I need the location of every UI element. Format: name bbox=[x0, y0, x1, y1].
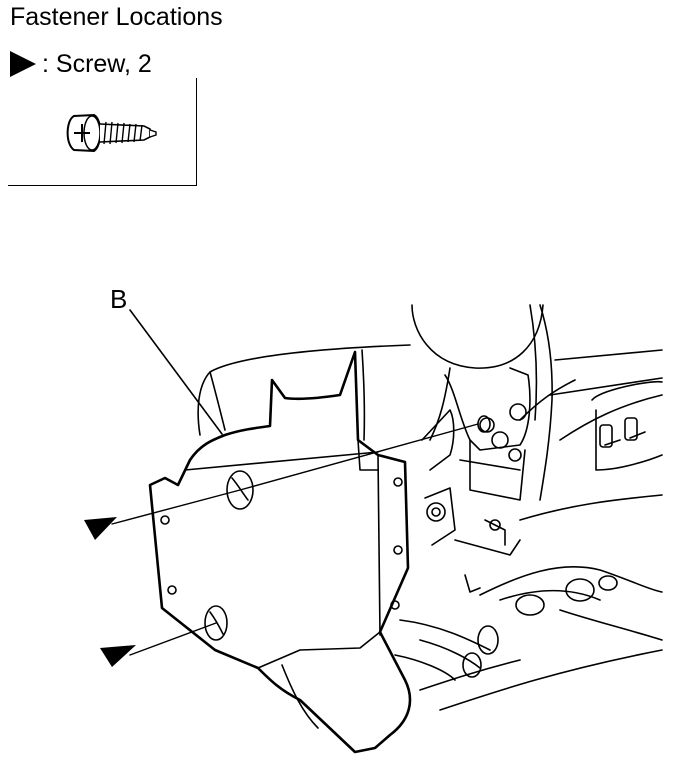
lower-linkage bbox=[394, 566, 663, 711]
screw-pointer-upper-icon bbox=[84, 517, 117, 540]
legend-label: : Screw, 2 bbox=[42, 49, 152, 78]
screw-leader-upper bbox=[111, 423, 479, 525]
legend-box bbox=[8, 78, 197, 186]
screw-pointer-icon bbox=[10, 51, 36, 77]
callout-leader-b bbox=[129, 309, 223, 435]
screw-leader-lower bbox=[129, 622, 217, 656]
air-vent bbox=[591, 380, 663, 471]
screw-hole-lower bbox=[204, 605, 228, 641]
cover-panel-details bbox=[160, 349, 403, 729]
legend-row: : Screw, 2 bbox=[8, 48, 152, 80]
dashboard-outline bbox=[197, 344, 663, 521]
page-title: Fastener Locations bbox=[10, 3, 223, 31]
screw-icon bbox=[66, 113, 157, 153]
callout-letter-b: B bbox=[110, 284, 127, 314]
cover-panel-b[interactable] bbox=[148, 350, 412, 754]
mounting-bracket bbox=[421, 367, 531, 556]
steering-column bbox=[411, 304, 553, 501]
screw-pointer-lower-icon bbox=[100, 645, 136, 667]
